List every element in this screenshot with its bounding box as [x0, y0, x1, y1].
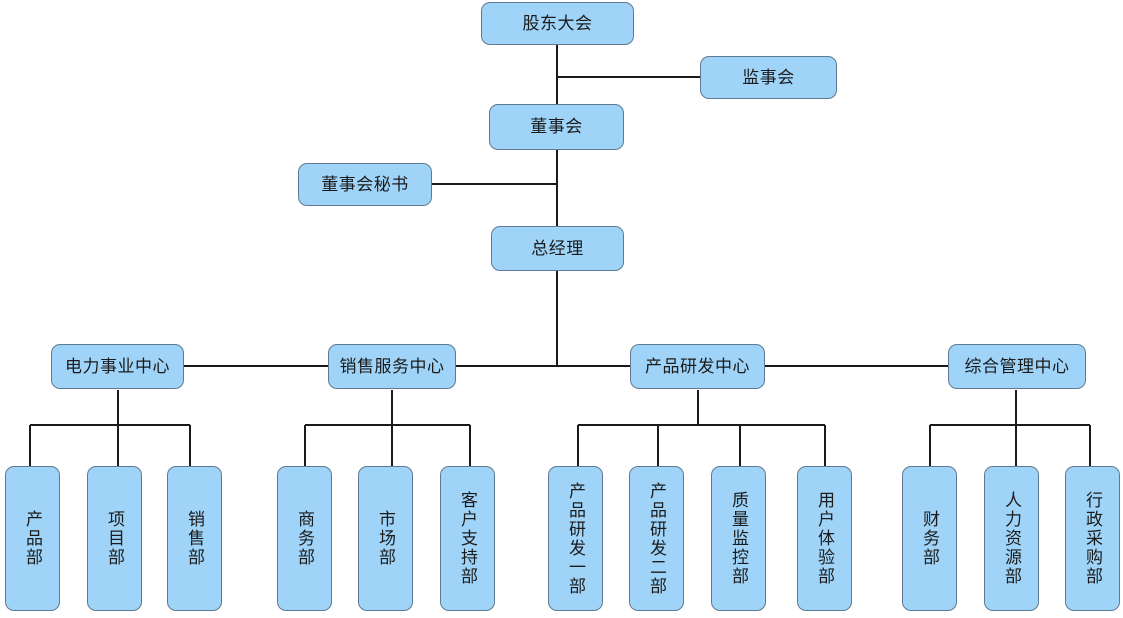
- node-label: 产品部: [23, 510, 42, 567]
- node-label: 股东大会: [522, 13, 593, 33]
- node-label: 用户体验部: [815, 491, 834, 586]
- node-board-of-directors[interactable]: 董事会: [489, 104, 624, 150]
- node-label: 质量监控部: [729, 491, 748, 586]
- node-label: 财务部: [920, 510, 939, 567]
- node-label: 董事会秘书: [321, 174, 409, 194]
- node-dept-project[interactable]: 项目部: [87, 466, 142, 611]
- node-label: 项目部: [105, 510, 124, 567]
- node-board-secretary[interactable]: 董事会秘书: [298, 163, 432, 206]
- node-shareholders-meeting[interactable]: 股东大会: [481, 2, 634, 45]
- node-center-sales[interactable]: 销售服务中心: [328, 344, 456, 389]
- node-dept-quality[interactable]: 质量监控部: [711, 466, 766, 611]
- node-dept-rnd-1[interactable]: 产品研发一部: [548, 466, 603, 611]
- node-dept-rnd-2[interactable]: 产品研发二部: [629, 466, 684, 611]
- node-center-admin[interactable]: 综合管理中心: [948, 344, 1086, 389]
- node-label: 产品研发二部: [647, 481, 666, 596]
- node-label: 商务部: [295, 510, 314, 567]
- node-label: 行政采购部: [1083, 491, 1102, 586]
- node-dept-hr[interactable]: 人力资源部: [984, 466, 1039, 611]
- node-general-manager[interactable]: 总经理: [491, 226, 624, 271]
- node-label: 客户支持部: [458, 491, 477, 586]
- node-label: 销售服务中心: [339, 356, 445, 376]
- node-label: 总经理: [531, 238, 584, 258]
- node-center-rnd[interactable]: 产品研发中心: [630, 344, 765, 389]
- node-label: 监事会: [742, 67, 795, 87]
- node-label: 销售部: [185, 510, 204, 567]
- node-label: 综合管理中心: [964, 356, 1070, 376]
- node-label: 市场部: [376, 510, 395, 567]
- node-dept-procurement[interactable]: 行政采购部: [1065, 466, 1120, 611]
- node-label: 产品研发一部: [566, 481, 585, 596]
- node-dept-product[interactable]: 产品部: [5, 466, 60, 611]
- node-dept-business[interactable]: 商务部: [277, 466, 332, 611]
- node-label: 人力资源部: [1002, 491, 1021, 586]
- node-dept-sales[interactable]: 销售部: [167, 466, 222, 611]
- node-supervisory-board[interactable]: 监事会: [700, 56, 837, 99]
- node-label: 电力事业中心: [65, 356, 170, 376]
- node-label: 董事会: [530, 117, 583, 137]
- node-dept-market[interactable]: 市场部: [358, 466, 413, 611]
- node-label: 产品研发中心: [645, 356, 750, 376]
- node-dept-ux[interactable]: 用户体验部: [797, 466, 852, 611]
- node-center-power[interactable]: 电力事业中心: [51, 344, 184, 389]
- node-dept-finance[interactable]: 财务部: [902, 466, 957, 611]
- node-dept-customer-support[interactable]: 客户支持部: [440, 466, 495, 611]
